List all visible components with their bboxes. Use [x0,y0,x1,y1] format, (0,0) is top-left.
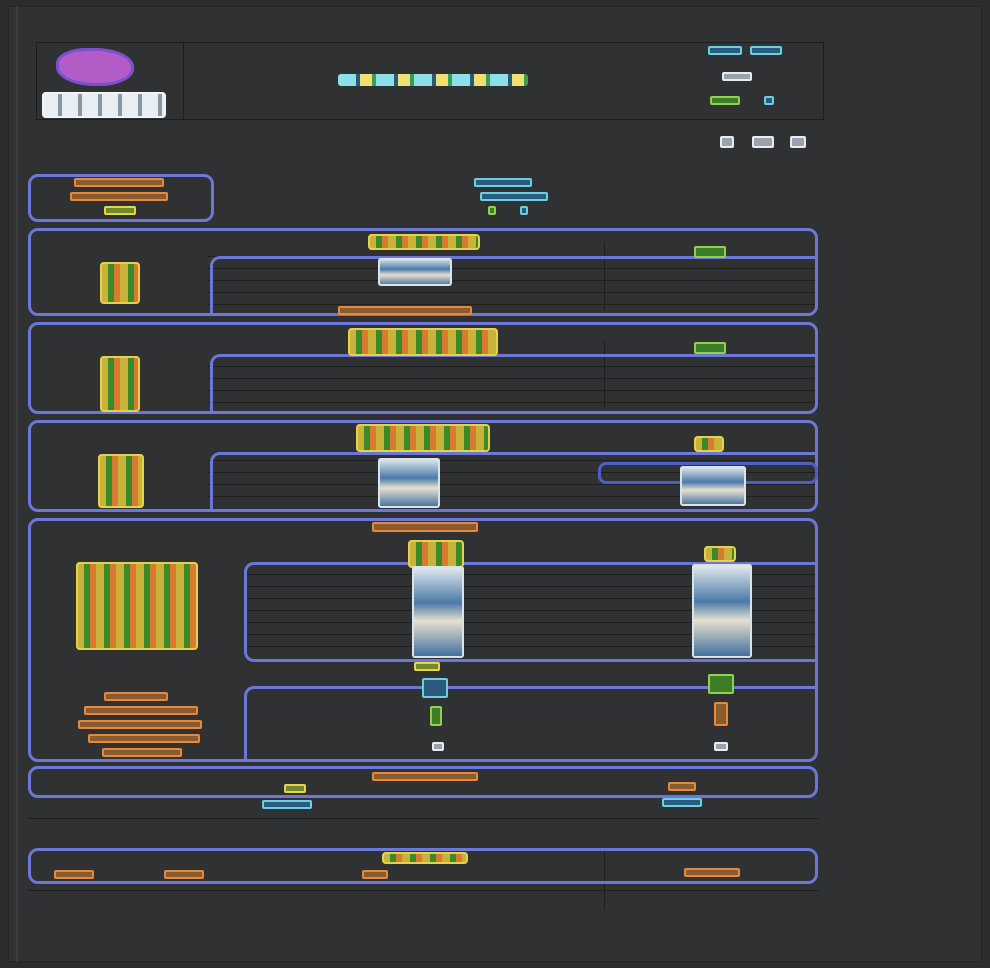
column-label [488,206,496,215]
section-label [74,178,164,187]
column-label [474,178,532,187]
column-header-block [368,234,480,250]
column-label [520,206,528,215]
person-icon [752,136,774,148]
figure-icon [412,566,464,658]
column-header-block [348,328,498,356]
cell-value [164,870,204,879]
caption [338,306,472,315]
cell-value [694,246,726,258]
cell-value [432,742,444,751]
section-5 [28,766,818,798]
header-right-item [750,46,782,55]
brain-logo-icon [42,46,170,122]
header-right-item [710,96,740,105]
column-header-block [408,540,464,568]
cell-value [414,662,440,671]
section-label [104,206,136,215]
cell-value [422,678,448,698]
figure-icon [378,458,440,508]
cell-value [708,674,734,694]
cell-value [714,702,728,726]
section-label [70,192,168,201]
cell-value [284,784,306,793]
figure-icon [692,564,752,658]
cell-value [684,868,740,877]
header-title [338,74,528,86]
cell-value [362,870,388,879]
header-right-item [722,72,752,81]
row-icon [98,454,144,508]
caption [84,706,198,715]
column-header-block [372,522,478,532]
caption [88,734,200,743]
cell-value [54,870,94,879]
header-right-item [764,96,774,105]
header-divider [183,43,184,119]
cell-value [668,782,696,791]
person-icon [720,136,734,148]
header-right-item [708,46,742,55]
person-icon [790,136,806,148]
column-header-block [356,424,490,452]
cell-value [694,436,724,452]
cell-value [714,742,728,751]
cell-value [262,800,312,809]
column-header-block [382,852,468,864]
cell-value [430,706,442,726]
column-header-block [372,772,478,781]
caption [102,748,182,757]
cell-value [662,798,702,807]
row-icon [76,562,198,650]
figure-icon [680,466,746,506]
caption [104,692,168,701]
caption [78,720,202,729]
column-header-block [704,546,736,562]
figure-icon [378,258,452,286]
cell-value [694,342,726,354]
column-label [480,192,548,201]
row-icon [100,356,140,412]
row-icon [100,262,140,304]
document-page [8,6,982,962]
